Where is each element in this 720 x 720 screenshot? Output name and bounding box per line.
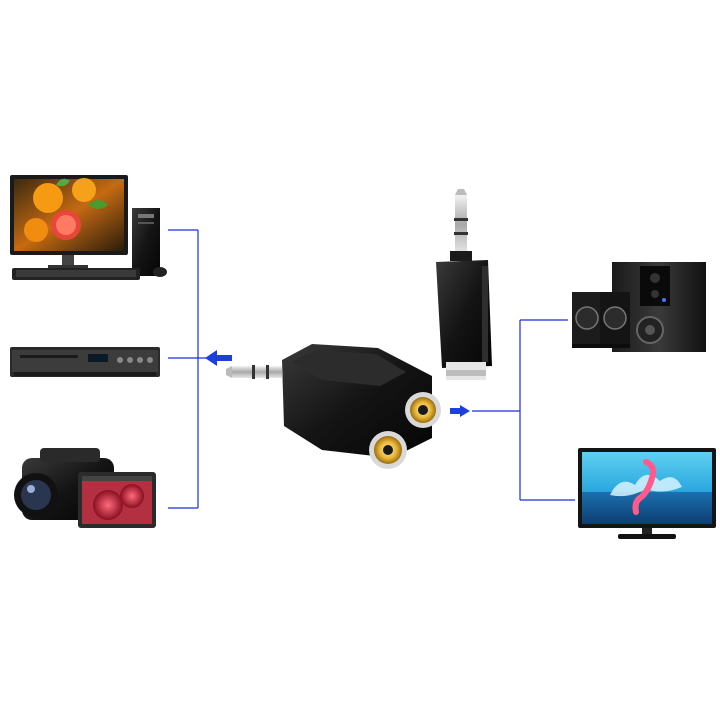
plug-collar (450, 251, 472, 261)
pink-figure (632, 459, 657, 515)
speaker-knob (650, 273, 660, 283)
grapefruit-slice-inner (56, 215, 76, 235)
plug-sleeve (232, 366, 282, 378)
dvd-button (137, 357, 143, 363)
dvd-tray (20, 355, 78, 358)
adapter-ridge (482, 266, 488, 362)
tower-front (138, 214, 154, 218)
speaker-base (572, 344, 630, 348)
tv-stand-base (618, 534, 676, 539)
dvd-display (88, 354, 108, 362)
plug-tip (455, 189, 467, 195)
tv-stand-neck (642, 528, 652, 536)
plug-sleeve (455, 195, 467, 253)
dvd-button (117, 357, 123, 363)
water-splash (610, 474, 682, 497)
orange-fruit (24, 218, 48, 242)
plug-ring (266, 365, 269, 379)
flat-tv (578, 448, 716, 539)
pomegranate (120, 484, 144, 508)
stereo-jack-to-dual-rca-adapter (226, 344, 441, 469)
satellite-cone (575, 306, 599, 330)
power-led (662, 298, 666, 302)
tower-case (132, 208, 160, 276)
dvd-bottom (14, 372, 156, 376)
plug-ring (454, 218, 468, 221)
subwoofer-cone-center (645, 325, 655, 335)
right-arrow (450, 405, 470, 417)
camcorder-top (40, 448, 100, 462)
screen-bar (82, 476, 152, 481)
rca-hole (383, 445, 393, 455)
satellite-cone (603, 306, 627, 330)
plug-ring (454, 232, 468, 235)
monitor-base (48, 265, 88, 269)
camcorder-lens (21, 480, 51, 510)
desktop-computer (10, 175, 167, 280)
right-connector-lines (472, 319, 575, 501)
rca-collar-shade (446, 370, 486, 376)
orange-fruit (33, 183, 63, 213)
camcorder-lens-glint (27, 485, 35, 493)
leaf (56, 178, 70, 187)
rca-hole (418, 405, 428, 415)
mono-jack-to-rca-adapter (436, 189, 492, 380)
adapter-top-face (292, 350, 406, 386)
camcorder (14, 448, 156, 528)
left-arrow (205, 350, 232, 366)
pomegranate (93, 490, 123, 520)
plug-ring (252, 365, 255, 379)
speaker-knob (651, 290, 659, 298)
dvd-player (10, 347, 160, 377)
plug-tip (226, 366, 232, 378)
leaf (88, 200, 108, 209)
dvd-front (12, 350, 158, 372)
left-connector-lines (168, 229, 232, 509)
dvd-button (127, 357, 133, 363)
mouse (153, 267, 167, 277)
speaker-system (572, 262, 706, 352)
adapter-body (436, 260, 492, 368)
tower-front (138, 222, 154, 224)
monitor-stand (62, 255, 74, 267)
dvd-button (147, 357, 153, 363)
keyboard-keys (16, 270, 136, 277)
orange-fruit (72, 178, 96, 202)
